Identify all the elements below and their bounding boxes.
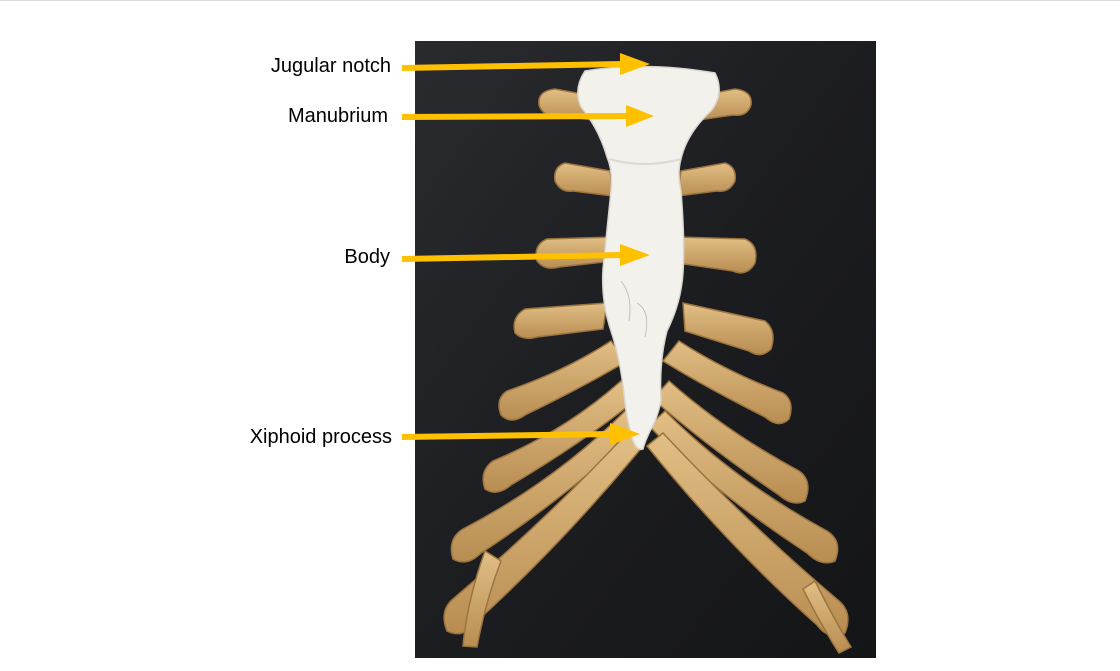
- label-body: Body: [344, 246, 390, 268]
- label-xiphoid-process: Xiphoid process: [249, 426, 392, 448]
- label-manubrium: Manubrium: [287, 105, 388, 127]
- top-divider: [0, 0, 1120, 1]
- costal-cartilages-left: [443, 88, 645, 648]
- costal-cartilages-right: [645, 88, 853, 654]
- sternum-photo: [415, 41, 876, 658]
- label-jugular-notch: Jugular notch: [270, 55, 391, 77]
